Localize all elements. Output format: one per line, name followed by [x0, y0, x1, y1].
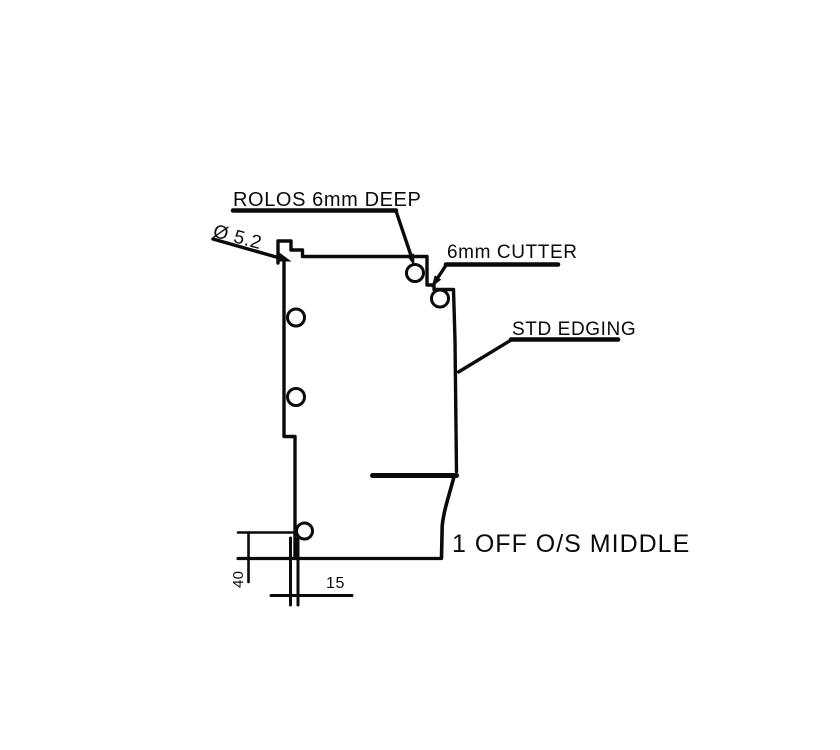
hole-circle-left-lower — [286, 387, 306, 407]
cutter-arrowhead — [431, 275, 442, 288]
edging-callout-label: STD EDGING — [512, 319, 637, 340]
hole-circle-bottom — [295, 521, 314, 541]
cutter-callout-label: 6mm CUTTER — [447, 242, 578, 263]
diameter-arrowhead — [277, 252, 292, 262]
hole-circle-left-upper — [286, 307, 306, 328]
profile-top-outline — [276, 239, 459, 474]
rolos-callout-label: ROLOS 6mm DEEP — [233, 189, 422, 211]
edging-leader-line — [456, 337, 514, 374]
rolos-arrowhead — [407, 253, 415, 267]
rolos-leader-line — [394, 209, 415, 262]
dimension-15-label: 15 — [326, 575, 345, 592]
dimension-40-label: 40 — [230, 570, 247, 588]
part-note-label: 1 OFF O/S MIDDLE — [452, 530, 691, 558]
diameter-leader-line — [211, 237, 287, 262]
hole-circle-rolos — [405, 263, 425, 283]
profile-curved-edge — [439, 476, 456, 560]
hole-circle-cutter — [430, 288, 450, 309]
profile-left-edge — [282, 260, 297, 560]
